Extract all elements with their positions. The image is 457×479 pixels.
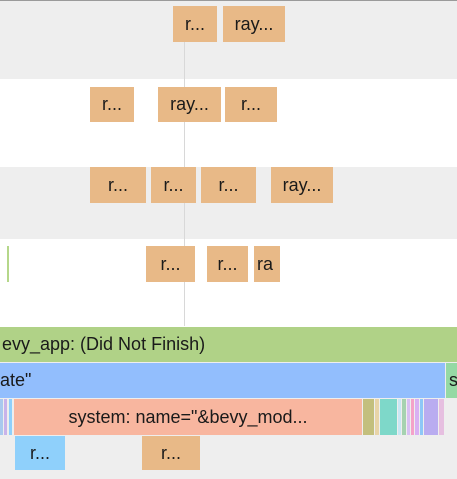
span-block[interactable]: ray... <box>158 87 221 122</box>
span-block[interactable]: r... <box>90 167 146 203</box>
span-block[interactable]: r... <box>146 246 195 282</box>
schedule-span-bar[interactable]: ate" <box>0 363 445 398</box>
span-block[interactable]: r... <box>207 246 248 282</box>
span-block[interactable]: r... <box>225 87 277 122</box>
span-block[interactable]: r... <box>173 6 217 42</box>
span-block[interactable]: ra <box>254 246 280 282</box>
span-block[interactable]: ray... <box>271 167 333 203</box>
system-sliver[interactable] <box>411 399 414 435</box>
system-sliver[interactable] <box>407 399 410 435</box>
system-sliver[interactable] <box>415 399 419 435</box>
system-sliver[interactable] <box>424 399 438 435</box>
span-block[interactable]: r... <box>90 87 134 122</box>
system-sliver[interactable] <box>0 399 3 435</box>
thread-span-bar[interactable]: evy_app: (Did Not Finish) <box>0 327 457 362</box>
system-sliver[interactable] <box>363 399 374 435</box>
system-sliver[interactable] <box>420 399 423 435</box>
system-span-bar[interactable]: system: name="&bevy_mod... <box>14 399 362 435</box>
schedule-span-bar-next[interactable]: s <box>446 363 457 398</box>
system-sliver[interactable] <box>398 399 401 435</box>
child-span-block[interactable]: r... <box>142 436 200 470</box>
system-sliver[interactable] <box>402 399 406 435</box>
span-marker <box>7 246 9 282</box>
system-sliver[interactable] <box>380 399 397 435</box>
system-sliver[interactable] <box>375 399 379 435</box>
timeline-top-rule <box>0 0 457 6</box>
span-block[interactable]: r... <box>151 167 196 203</box>
system-sliver[interactable] <box>9 399 12 435</box>
system-sliver[interactable] <box>4 399 7 435</box>
span-block[interactable]: r... <box>201 167 256 203</box>
time-cursor-line <box>184 6 185 326</box>
child-span-block[interactable]: r... <box>15 436 65 470</box>
system-sliver[interactable] <box>439 399 444 435</box>
span-block[interactable]: ray... <box>223 6 285 42</box>
